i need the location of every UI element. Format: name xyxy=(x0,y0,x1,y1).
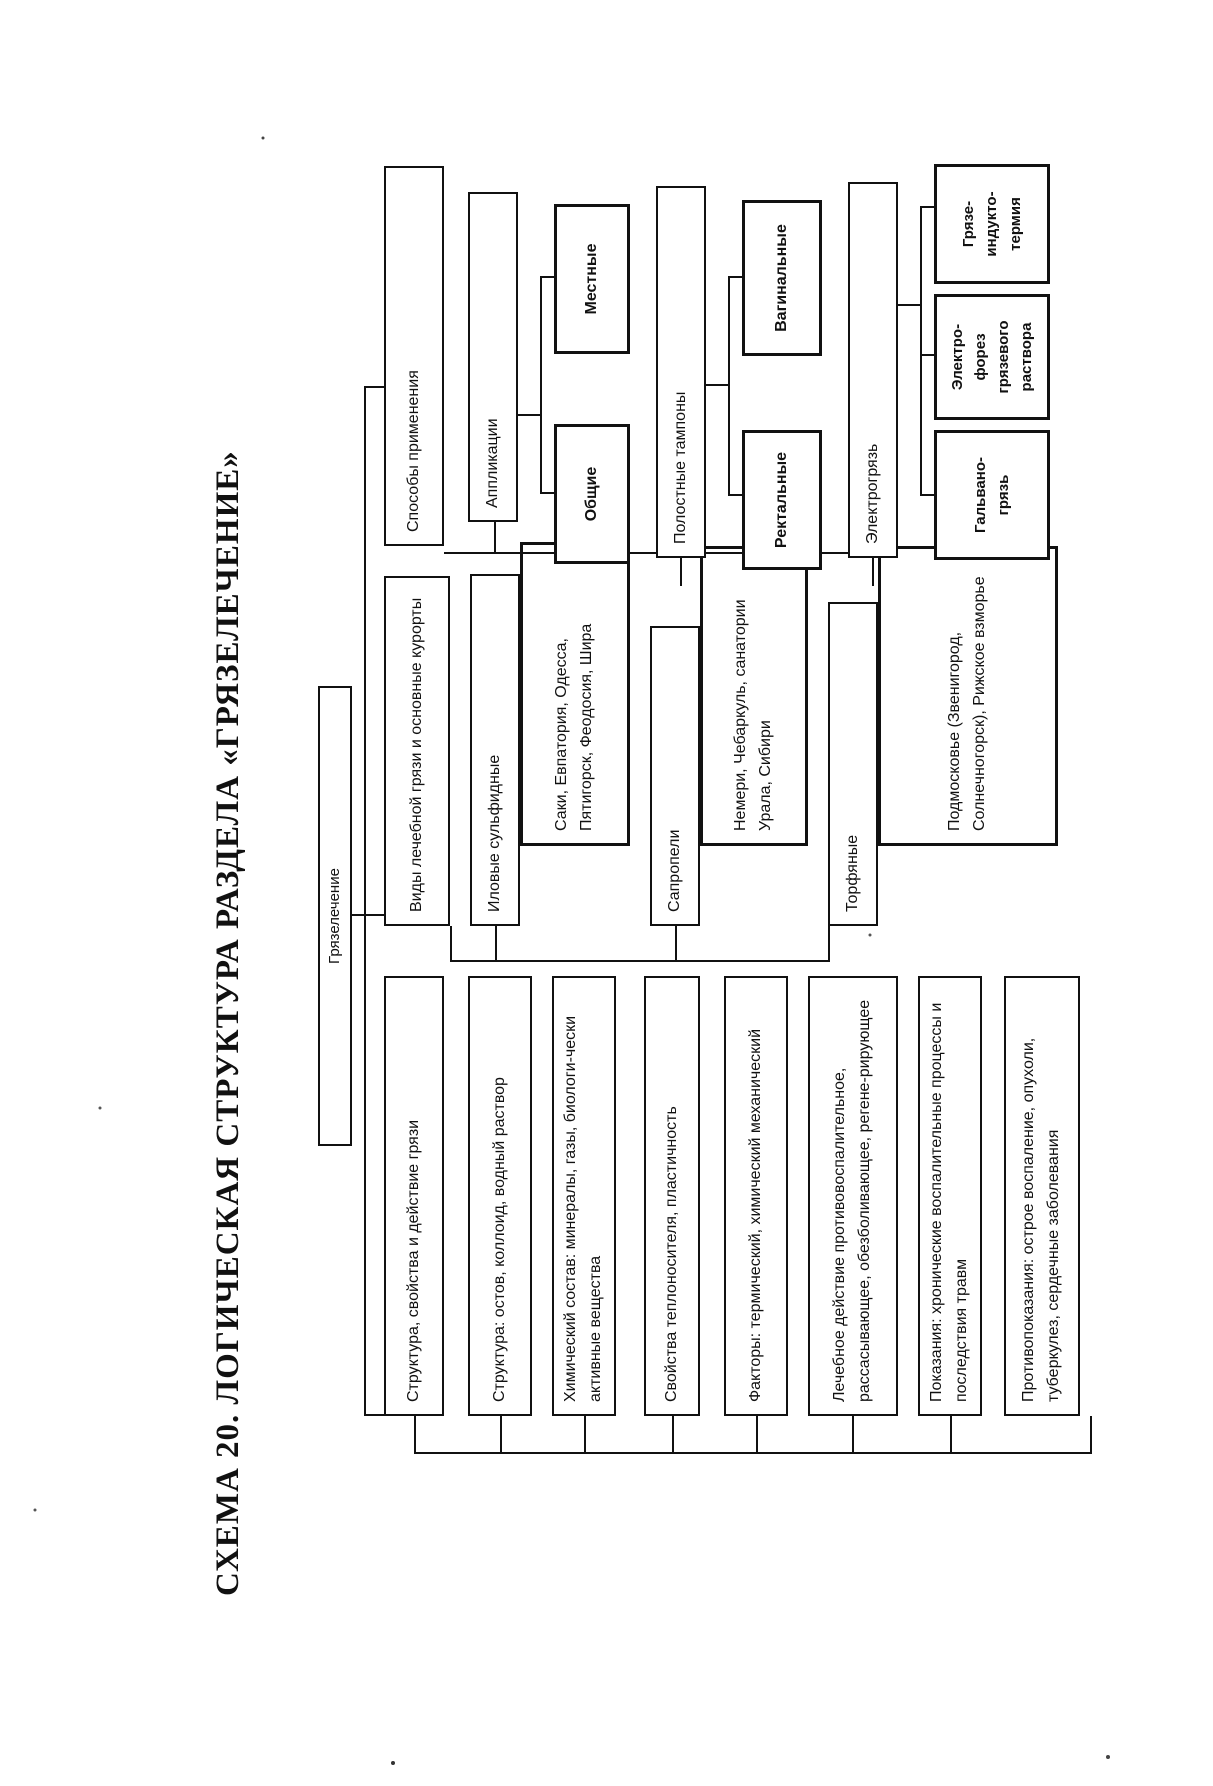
middle-link-2 xyxy=(675,926,677,962)
right-group3-link xyxy=(872,558,874,586)
right-group1-branch xyxy=(518,414,540,416)
left-link-1 xyxy=(500,1416,502,1454)
right-app-local: Местные xyxy=(554,204,630,354)
left-item-chemistry: Химический состав: минералы, газы, биоло… xyxy=(552,976,616,1416)
right-group2-link xyxy=(680,558,682,586)
right-group1-link xyxy=(494,522,496,554)
right-group3-tick-b xyxy=(920,354,934,356)
right-group3-branch xyxy=(898,304,920,306)
left-spine xyxy=(414,1452,1092,1454)
middle-type-peat: Торфяные xyxy=(828,602,878,926)
middle-type-sapropel: Сапропели xyxy=(650,626,700,926)
right-electro-galvano: Гальвано-грязь xyxy=(934,430,1050,560)
right-group-electromud: Электрогрязь xyxy=(848,182,898,558)
middle-link-1 xyxy=(495,926,497,962)
right-group1-branch-h xyxy=(540,276,542,494)
trunk-line xyxy=(364,386,366,1416)
left-item-heat-carrier: Свойства теплоносителя, пластичность xyxy=(644,976,700,1416)
right-group3-tick-a xyxy=(920,494,934,496)
right-group1-tick-a xyxy=(540,492,554,494)
left-item-action: Лечебное действие противовоспалительное,… xyxy=(808,976,898,1416)
right-group2-branch xyxy=(706,384,728,386)
right-electro-inductothermy: Грязе-индукто-термия xyxy=(934,164,1050,284)
left-link-4 xyxy=(756,1416,758,1454)
left-item-factors: Факторы: термический, химический механич… xyxy=(724,976,788,1416)
right-group-tampons: Полостные тампоны xyxy=(656,186,706,558)
right-header-box: Способы применения xyxy=(384,166,444,546)
trunk-tick-mid xyxy=(364,914,384,916)
middle-resorts-peat: Подмосковье (Звенигород, Солнечногорск),… xyxy=(878,546,1058,846)
middle-resorts-silt: Саки, Евпатория, Одесса, Пятигорск, Феод… xyxy=(520,542,630,846)
trunk-tick-right xyxy=(364,386,384,388)
middle-spine xyxy=(450,960,830,962)
right-app-general: Общие xyxy=(554,424,630,564)
left-item-contraindications: Противопоказания: острое воспаление, опу… xyxy=(1004,976,1080,1416)
right-tampon-vaginal: Вагинальные xyxy=(742,200,822,356)
right-group3-tick-c xyxy=(920,206,934,208)
root-node: Грязелечение xyxy=(318,686,352,1146)
right-electro-phoresis: Электро-форез грязевого раствора xyxy=(934,294,1050,420)
trunk-tick-left xyxy=(364,1414,384,1416)
right-group2-tick-b xyxy=(728,276,742,278)
right-group2-branch-h xyxy=(728,276,730,496)
middle-resorts-sapropel: Немери, Чебаркуль, санатории Урала, Сиби… xyxy=(700,546,808,846)
right-tampon-rectal: Ректальные xyxy=(742,430,822,570)
middle-type-silt: Иловые сульфидные xyxy=(470,574,520,926)
left-link-5 xyxy=(852,1416,854,1454)
right-group3-branch-h xyxy=(920,206,922,496)
left-header-box: Структура, свойства и действие грязи xyxy=(384,976,444,1416)
left-spine-top xyxy=(414,1416,416,1454)
middle-spine-top xyxy=(450,926,452,962)
left-link-2 xyxy=(584,1416,586,1454)
middle-link-3 xyxy=(828,926,830,962)
right-group1-tick-b xyxy=(540,276,554,278)
schema-title: СХЕМА 20. ЛОГИЧЕСКАЯ СТРУКТУРА РАЗДЕЛА «… xyxy=(210,450,246,1596)
left-link-7 xyxy=(1090,1416,1092,1454)
right-group2-tick-a xyxy=(728,494,742,496)
left-link-6 xyxy=(950,1416,952,1454)
left-item-indications: Показания: хронические воспалительные пр… xyxy=(918,976,982,1416)
middle-header-box: Виды лечебной грязи и основные курорты xyxy=(384,576,450,926)
right-group-applications: Аппликации xyxy=(468,192,518,522)
left-item-structure: Структура: остов, коллоид, водный раство… xyxy=(468,976,532,1416)
left-link-3 xyxy=(672,1416,674,1454)
